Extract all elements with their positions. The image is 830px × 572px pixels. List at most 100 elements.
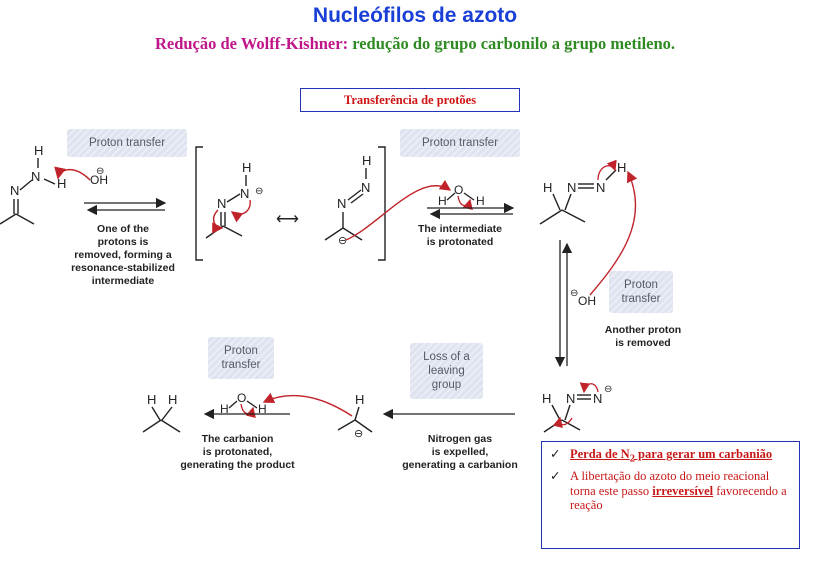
atom-h: H: [438, 194, 447, 208]
atom-h: H: [57, 176, 66, 191]
hydroxide-1: OH ⊖: [90, 166, 108, 187]
carbanion: H ⊖: [337, 392, 373, 440]
atom-n: N: [566, 391, 575, 406]
left-bracket: [195, 146, 203, 261]
note-item-1: ✓ Perda de N2 para gerar um carbanião: [550, 447, 791, 467]
subtitle-reaction-name: Redução de Wolff-Kishner:: [154, 34, 349, 53]
caption-line: is protonated: [426, 236, 494, 248]
tag-proton-transfer-3: Proton transfer: [609, 271, 673, 313]
atom-h: H: [476, 194, 485, 208]
subtitle-description: redução do grupo carbonilo a grupo metil…: [348, 34, 676, 53]
water-molecule-2: H O H: [220, 391, 267, 416]
resonance-arrow: ⟷: [276, 211, 299, 228]
note-text: favorecendo a reação: [570, 483, 787, 513]
caption-step-1: One of the protons is removed, forming a…: [48, 223, 198, 288]
atom-h: H: [168, 392, 177, 407]
electron-arrow: [552, 416, 573, 429]
tag-line: transfer: [621, 293, 661, 305]
atom-h: H: [34, 143, 43, 158]
atom-n: N: [361, 180, 370, 195]
atom-n: N: [31, 169, 40, 184]
hydroxide-2: OH ⊖: [570, 288, 596, 308]
note-emphasis: irreversível: [652, 483, 714, 498]
charge-label: ⊖: [255, 186, 263, 197]
electron-arrow: [212, 209, 224, 234]
atom-h: H: [220, 402, 229, 416]
hydroxide-label: OH: [578, 294, 596, 308]
caption-step-4: Nitrogen gas is expelled, generating a c…: [385, 433, 535, 472]
tag-line: transfer: [221, 359, 261, 371]
page-subtitle: Redução de Wolff-Kishner: redução do gru…: [0, 34, 830, 54]
atom-o: O: [454, 183, 463, 197]
notes-box: ✓ Perda de N2 para gerar um carbanião ✓ A …: [541, 441, 800, 549]
electron-arrow: [597, 159, 617, 181]
resonance-structure-b: H N N ⊖: [324, 153, 371, 247]
note-item-2: ✓ A libertação do azoto do meio reacional…: [550, 469, 791, 513]
charge-label: ⊖: [338, 235, 347, 247]
atom-n: N: [567, 180, 576, 195]
electron-arrow: [579, 382, 599, 394]
diazenide-anion: H N N ⊖: [542, 384, 612, 433]
tag-line: group: [431, 379, 462, 391]
atom-h: H: [617, 160, 626, 175]
atom-n: N: [240, 186, 249, 201]
charge-label: ⊖: [96, 166, 104, 177]
caption-line: generating a carbanion: [402, 459, 518, 471]
tag-loss-of-leaving-group: Loss of a leaving group: [410, 343, 483, 399]
charge-label: ⊖: [354, 428, 363, 440]
atom-n: N: [337, 196, 346, 211]
note-text: para gerar um carbanião: [634, 447, 773, 461]
tag-line: Proton: [624, 279, 658, 291]
note-text: A libertação do azoto do meio reacional …: [570, 469, 770, 498]
atom-h: H: [147, 392, 156, 407]
tag-proton-transfer-5: Proton transfer: [208, 337, 274, 379]
tag-line: Loss of a: [423, 351, 470, 363]
atom-h: H: [542, 391, 551, 406]
caption-line: Nitrogen gas: [427, 433, 493, 445]
charge-label: ⊖: [604, 384, 612, 395]
electron-arrow: [345, 179, 452, 241]
electron-arrow: [240, 403, 256, 419]
tag-line: Proton: [224, 345, 258, 357]
electron-arrow: [54, 166, 91, 181]
electron-arrow: [457, 195, 473, 211]
resonance-structure-a: H N ⊖ N: [205, 160, 263, 239]
atom-h: H: [258, 402, 267, 416]
note-subscript: 2: [629, 453, 635, 465]
atom-n: N: [593, 391, 602, 406]
caption-line: Another proton: [604, 324, 682, 336]
atom-h: H: [362, 153, 371, 168]
caption-line: generating the product: [180, 459, 295, 471]
caption-step-5: The carbanion is protonated, generating …: [165, 433, 310, 472]
right-bracket: [378, 146, 386, 261]
atom-h: H: [355, 392, 364, 407]
product-alkane: H H: [142, 392, 181, 433]
section-header-box: Transferência de protões: [300, 88, 520, 112]
caption-line: The intermediate: [417, 223, 503, 235]
atom-n: N: [217, 196, 226, 211]
atom-h: H: [242, 160, 251, 175]
checkmark-icon: ✓: [550, 447, 561, 461]
alkyldiazene-molecule: H N N H: [539, 160, 626, 225]
caption-line: is protonated,: [202, 446, 273, 458]
notes-list: ✓ Perda de N2 para gerar um carbanião ✓ A …: [550, 447, 791, 513]
atom-n: N: [10, 183, 19, 198]
caption-line: protons is: [97, 236, 149, 248]
caption-line: One of the: [97, 223, 149, 235]
tag-line: leaving: [428, 365, 465, 377]
caption-step-2: The intermediate is protonated: [395, 223, 525, 249]
checkmark-icon: ✓: [550, 469, 561, 483]
electron-arrow: [262, 392, 353, 417]
electron-arrow: [230, 199, 251, 223]
atom-n: N: [596, 180, 605, 195]
page-title: Nucleófilos de azoto: [312, 4, 518, 27]
charge-label: ⊖: [570, 288, 578, 299]
hydrazone-molecule: H N H N: [0, 143, 66, 225]
tag-proton-transfer-1: Proton transfer: [67, 129, 187, 157]
atom-o: O: [237, 391, 246, 405]
atom-h: H: [543, 180, 552, 195]
caption-line: resonance-stabilized: [71, 262, 175, 274]
caption-line: The carbanion: [201, 433, 274, 445]
note-text: Perda de N: [570, 447, 630, 461]
